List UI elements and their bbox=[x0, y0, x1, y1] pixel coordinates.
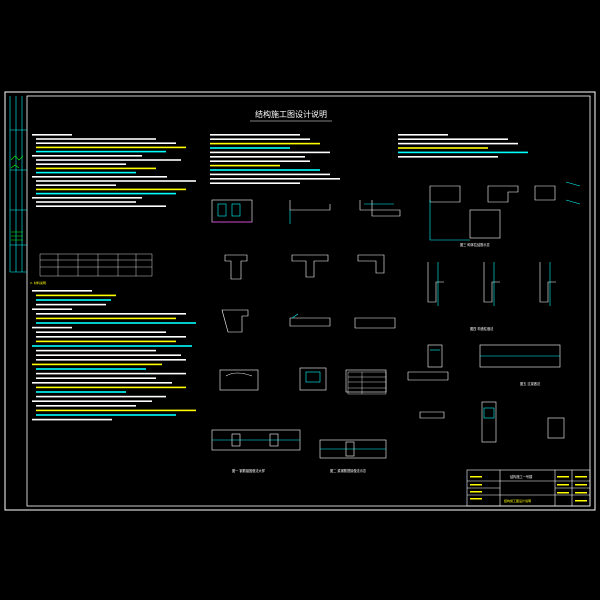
title-block-field bbox=[470, 498, 482, 500]
note-text-line bbox=[36, 322, 196, 324]
note-text-line bbox=[36, 414, 176, 416]
note-text-line bbox=[36, 386, 186, 389]
inner-frame bbox=[26, 95, 591, 507]
drawing-title: 结构施工图设计说明 bbox=[255, 109, 327, 119]
title-block-field bbox=[557, 476, 569, 478]
section-details-middle bbox=[211, 199, 401, 459]
caption-bar-detail-1: 图一 钢筋锚固做法大样 bbox=[232, 468, 266, 473]
title-block-field bbox=[557, 492, 569, 494]
note-text-line bbox=[36, 201, 136, 203]
section-details-right bbox=[407, 181, 581, 443]
note-text-line bbox=[36, 163, 126, 165]
note-text-line bbox=[210, 151, 330, 154]
note-text-line bbox=[32, 290, 92, 292]
note-text-line bbox=[210, 134, 300, 136]
note-text-line bbox=[36, 146, 186, 149]
note-text-line bbox=[210, 138, 310, 140]
outer-frame bbox=[4, 91, 596, 511]
note-text-line bbox=[398, 147, 488, 149]
note-text-line bbox=[398, 151, 528, 154]
note-text-line bbox=[36, 150, 166, 153]
binding-strip bbox=[9, 96, 27, 273]
note-text-line bbox=[36, 138, 156, 140]
title-block-project: 结构施工一号楼 bbox=[510, 474, 533, 479]
note-text-line bbox=[36, 294, 116, 297]
title-block-field bbox=[575, 476, 587, 478]
title-block-field bbox=[575, 484, 587, 486]
note-text-line bbox=[36, 405, 136, 407]
note-text-line bbox=[32, 176, 167, 178]
note-text-line bbox=[36, 372, 186, 375]
note-text-line bbox=[36, 188, 186, 191]
caption-lintel-detail: 图五 过梁做法 bbox=[520, 381, 540, 386]
note-text-line bbox=[210, 156, 305, 158]
note-text-line bbox=[398, 156, 498, 158]
note-text-line bbox=[32, 400, 152, 402]
note-text-line bbox=[32, 197, 142, 199]
note-text-line bbox=[36, 354, 181, 356]
title-block bbox=[466, 469, 591, 507]
note-text-line bbox=[32, 345, 192, 347]
note-text-line bbox=[32, 382, 172, 384]
note-text-line bbox=[36, 317, 176, 320]
note-text-line bbox=[36, 331, 166, 333]
note-text-line bbox=[36, 184, 116, 186]
title-block-field bbox=[575, 500, 587, 502]
title-block-field bbox=[470, 476, 482, 478]
title-block-sheet-name: 结构施工图设计说明 bbox=[504, 498, 531, 503]
caption-wall-detail: 图三 砌体拉结筋示意 bbox=[460, 242, 490, 247]
note-text-line bbox=[210, 160, 310, 162]
note-text-line bbox=[210, 178, 340, 180]
note-text-line bbox=[36, 368, 146, 370]
rebar-table bbox=[347, 371, 387, 395]
title-block-field bbox=[575, 492, 587, 494]
title-block-field bbox=[470, 484, 482, 486]
note-text-line bbox=[32, 155, 142, 157]
note-text-line bbox=[36, 340, 176, 343]
note-text-line bbox=[36, 359, 186, 361]
note-text-line bbox=[210, 147, 290, 149]
note-text-line bbox=[32, 326, 72, 329]
note-text-line bbox=[36, 349, 156, 352]
note-text-line bbox=[32, 418, 112, 421]
note-text-line bbox=[32, 134, 72, 136]
note-text-line bbox=[36, 159, 181, 161]
note-text-line bbox=[210, 164, 280, 167]
note-text-line bbox=[398, 138, 508, 140]
title-block-field bbox=[557, 484, 569, 486]
note-text-line bbox=[36, 409, 196, 412]
note-text-line bbox=[32, 308, 72, 310]
note-text-line bbox=[36, 192, 176, 195]
note-text-line bbox=[210, 169, 320, 171]
note-text-line bbox=[36, 167, 156, 170]
note-text-line bbox=[210, 173, 330, 176]
title-block-field bbox=[470, 491, 482, 493]
note-text-line bbox=[36, 377, 156, 379]
note-text-line bbox=[36, 142, 176, 144]
note-text-line bbox=[36, 336, 186, 338]
title-block-fields bbox=[470, 476, 587, 502]
note-text-line bbox=[398, 142, 518, 145]
note-text-line bbox=[398, 134, 448, 136]
notes-text-block bbox=[32, 134, 528, 421]
caption-column-detail: 图四 构造柱做法 bbox=[470, 326, 493, 331]
note-text-line bbox=[36, 395, 166, 398]
note-text-line bbox=[36, 171, 136, 174]
materials-heading: 2. 材料说明 bbox=[30, 280, 46, 285]
note-text-line bbox=[36, 391, 126, 393]
note-text-line bbox=[36, 180, 196, 182]
note-text-line bbox=[36, 313, 186, 315]
note-text-line bbox=[32, 363, 162, 366]
note-text-line bbox=[36, 205, 166, 207]
note-text-line bbox=[36, 303, 106, 306]
note-text-line bbox=[210, 182, 300, 184]
note-text-line bbox=[36, 299, 111, 301]
material-table bbox=[39, 253, 153, 277]
caption-bar-detail-2: 图二 梁钢筋搭接做法示意 bbox=[330, 468, 366, 473]
note-text-line bbox=[210, 142, 320, 145]
